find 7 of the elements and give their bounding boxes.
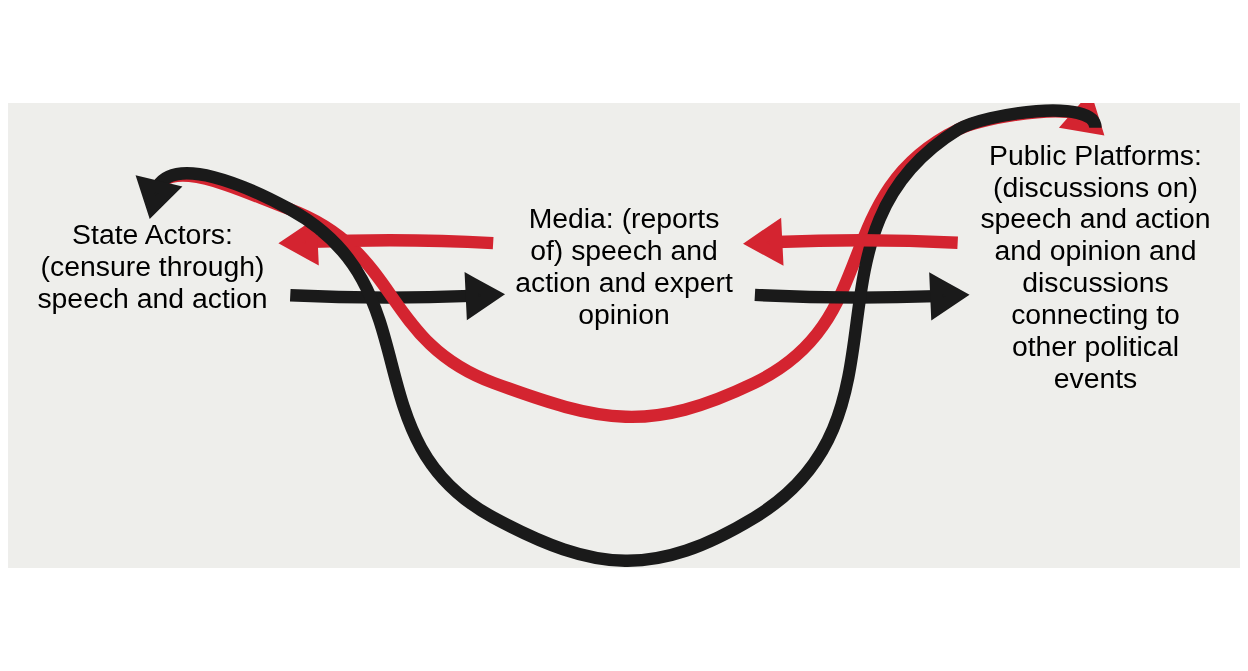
arrow [743, 217, 958, 266]
arrow [135, 104, 1101, 567]
arrow [289, 272, 506, 321]
node-text: Media: (reports of) speech and action and expert opinion [515, 202, 733, 331]
node-text: State Actors: (censure through) speech and action [37, 218, 268, 315]
node-text: Public Platforms: (discussions on) speech and action and opinion and discussions connecting to other political events [980, 138, 1211, 394]
arrow [754, 272, 970, 321]
